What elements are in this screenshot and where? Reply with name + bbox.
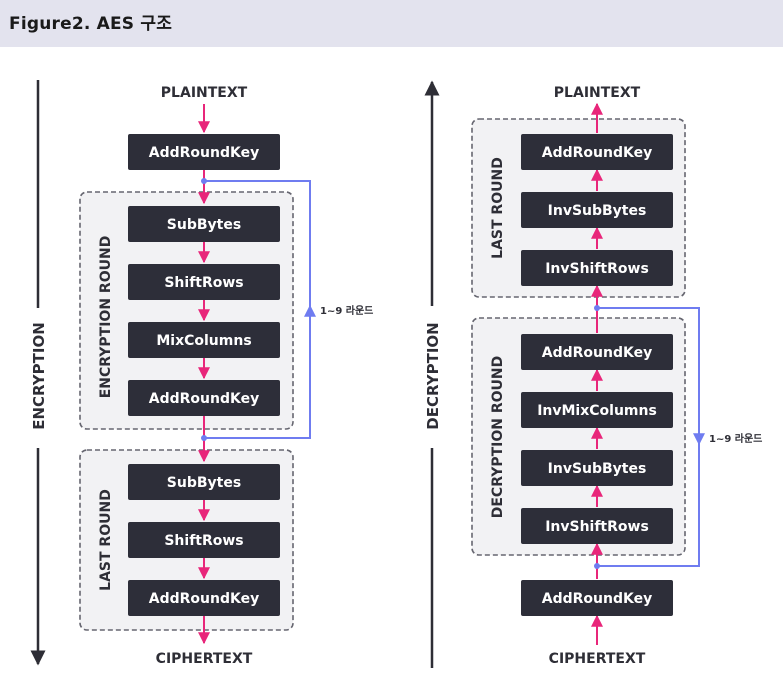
figure-title: Figure2. AES 구조 [9, 14, 173, 34]
decryption-side-label: DECRYPTION [424, 322, 442, 429]
svg-text:MixColumns: MixColumns [156, 333, 251, 349]
svg-text:AddRoundKey: AddRoundKey [542, 145, 652, 161]
svg-text:AddRoundKey: AddRoundKey [149, 391, 259, 407]
encryption-loop-node-top [201, 178, 207, 184]
svg-text:SubBytes: SubBytes [167, 217, 241, 233]
dec-last-invsubbytes: InvSubBytes [521, 192, 673, 228]
dec-step-addroundkey: AddRoundKey [521, 334, 673, 370]
encryption-round-group [79, 191, 294, 430]
svg-text:AddRoundKey: AddRoundKey [149, 591, 259, 607]
decryption-round-label: DECRYPTION ROUND [490, 356, 506, 519]
encryption-last-round-label: LAST ROUND [98, 489, 114, 591]
encryption-side-label: ENCRYPTION [30, 322, 48, 430]
decryption-loop-label: 1~9 라운드 [709, 432, 762, 445]
svg-text:ShiftRows: ShiftRows [164, 533, 243, 549]
svg-text:AddRoundKey: AddRoundKey [542, 591, 652, 607]
svg-text:InvSubBytes: InvSubBytes [548, 461, 647, 477]
enc-step-addroundkey: AddRoundKey [128, 380, 280, 416]
decryption-round-group [471, 317, 686, 556]
enc-step-shiftrows: ShiftRows [128, 264, 280, 300]
dec-step-initial-addroundkey: AddRoundKey [521, 580, 673, 616]
decryption-loop-node-top [594, 305, 600, 311]
encryption-input-label: PLAINTEXT [161, 85, 248, 101]
decryption-loop-node-bottom [594, 563, 600, 569]
dec-last-invshiftrows: InvShiftRows [521, 250, 673, 286]
dec-step-invsubbytes: InvSubBytes [521, 450, 673, 486]
dec-step-invshiftrows: InvShiftRows [521, 508, 673, 544]
encryption-loop-node-bottom [201, 435, 207, 441]
encryption-loop-label: 1~9 라운드 [320, 304, 373, 317]
svg-text:ShiftRows: ShiftRows [164, 275, 243, 291]
decryption-input-label: CIPHERTEXT [549, 651, 646, 667]
svg-text:InvShiftRows: InvShiftRows [545, 519, 649, 535]
enc-step-initial-addroundkey: AddRoundKey [128, 134, 280, 170]
svg-text:InvShiftRows: InvShiftRows [545, 261, 649, 277]
decryption-output-label: PLAINTEXT [554, 85, 641, 101]
enc-last-subbytes: SubBytes [128, 464, 280, 500]
svg-text:AddRoundKey: AddRoundKey [149, 145, 259, 161]
svg-text:AddRoundKey: AddRoundKey [542, 345, 652, 361]
svg-text:SubBytes: SubBytes [167, 475, 241, 491]
enc-last-shiftrows: ShiftRows [128, 522, 280, 558]
enc-step-mixcolumns: MixColumns [128, 322, 280, 358]
encryption-output-label: CIPHERTEXT [156, 651, 253, 667]
header-bar: Figure2. AES 구조 [0, 0, 783, 47]
svg-text:InvMixColumns: InvMixColumns [537, 403, 657, 419]
encryption-round-label: ENCRYPTION ROUND [98, 236, 114, 399]
enc-step-subbytes: SubBytes [128, 206, 280, 242]
dec-last-addroundkey: AddRoundKey [521, 134, 673, 170]
enc-last-addroundkey: AddRoundKey [128, 580, 280, 616]
decryption-last-round-label: LAST ROUND [490, 157, 506, 259]
svg-text:InvSubBytes: InvSubBytes [548, 203, 647, 219]
dec-step-invmixcolumns: InvMixColumns [521, 392, 673, 428]
